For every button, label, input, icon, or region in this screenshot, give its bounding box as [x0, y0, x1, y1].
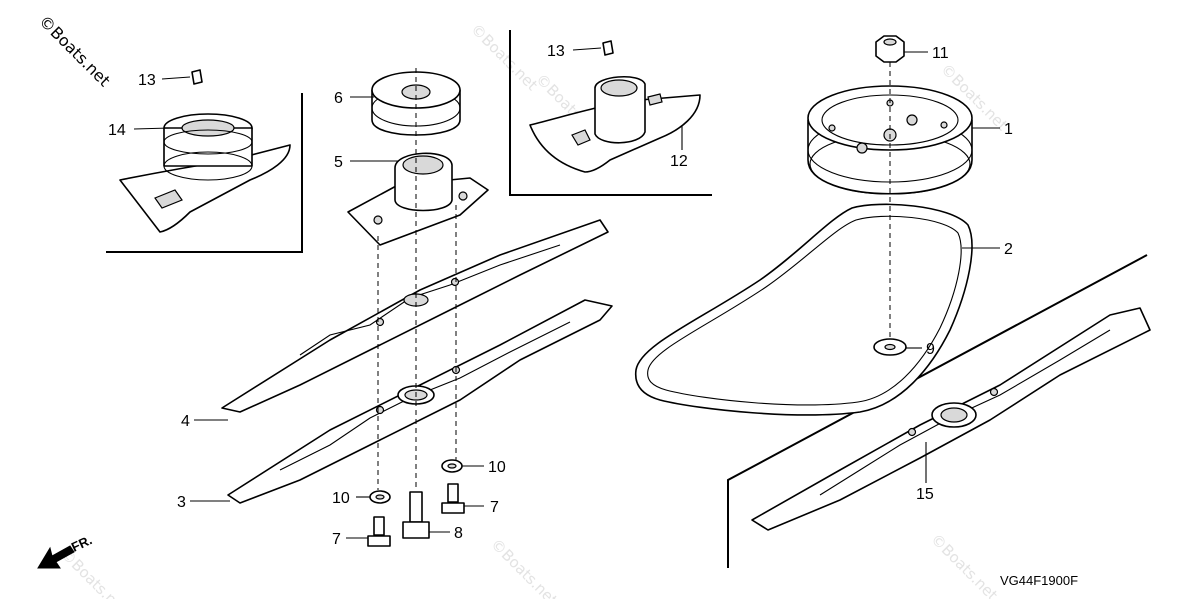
part-8-bolt [402, 491, 430, 539]
watermark-bottom-center: ©Boats.net [487, 535, 561, 599]
part-10-washer-left [369, 490, 391, 504]
callout-10-left: 10 [332, 490, 350, 507]
watermark-brand: ©Boats.net [35, 11, 114, 90]
section-frame-right [727, 254, 1148, 568]
diagram-code: VG44F1900F [1000, 573, 1078, 588]
callout-7-right: 7 [490, 499, 499, 516]
callout-9: 9 [926, 341, 935, 358]
part-5-adapter [347, 152, 489, 246]
part-13-key-left [191, 69, 203, 85]
part-12-blade-holder [529, 75, 701, 173]
part-14-blade-holder [119, 113, 291, 233]
part-4-blade [221, 219, 609, 413]
watermark-bottom-right: ©Boats.net [927, 530, 1001, 599]
callout-14: 14 [108, 122, 126, 139]
callout-5: 5 [334, 154, 343, 171]
part-7-bolt-right [441, 483, 465, 514]
callout-11: 11 [932, 45, 949, 62]
callout-7-left: 7 [332, 531, 341, 548]
direction-label: FR. [69, 532, 94, 554]
callout-8: 8 [454, 525, 463, 542]
part-13-key-right [602, 40, 614, 56]
part-9-washer [873, 338, 907, 356]
callouts: 13 14 6 5 13 12 11 1 2 9 4 3 10 10 7 7 8… [108, 43, 1013, 548]
arrow-icon [37, 545, 75, 569]
callout-15: 15 [916, 486, 934, 503]
callout-13-right: 13 [547, 43, 565, 60]
part-15-blade [751, 307, 1151, 531]
inset-frame-left [106, 93, 303, 253]
callout-6: 6 [334, 90, 343, 107]
callout-3: 3 [177, 494, 186, 511]
part-7-bolt-left [367, 516, 391, 547]
callout-2: 2 [1004, 241, 1013, 258]
part-3-blade [227, 299, 613, 504]
callout-12: 12 [670, 153, 688, 170]
leader-lines [133, 47, 1000, 539]
callout-10-right: 10 [488, 459, 506, 476]
inset-frame-right [509, 30, 712, 196]
callout-1: 1 [1004, 121, 1013, 138]
alignment-axes [377, 62, 891, 490]
callout-4: 4 [181, 413, 190, 430]
watermark-top-center: ©Boats.net [467, 20, 541, 94]
part-11-nut [875, 35, 905, 63]
callout-13-left: 13 [138, 72, 156, 89]
part-10-washer-right [441, 459, 463, 473]
part-2-belt [634, 203, 973, 416]
